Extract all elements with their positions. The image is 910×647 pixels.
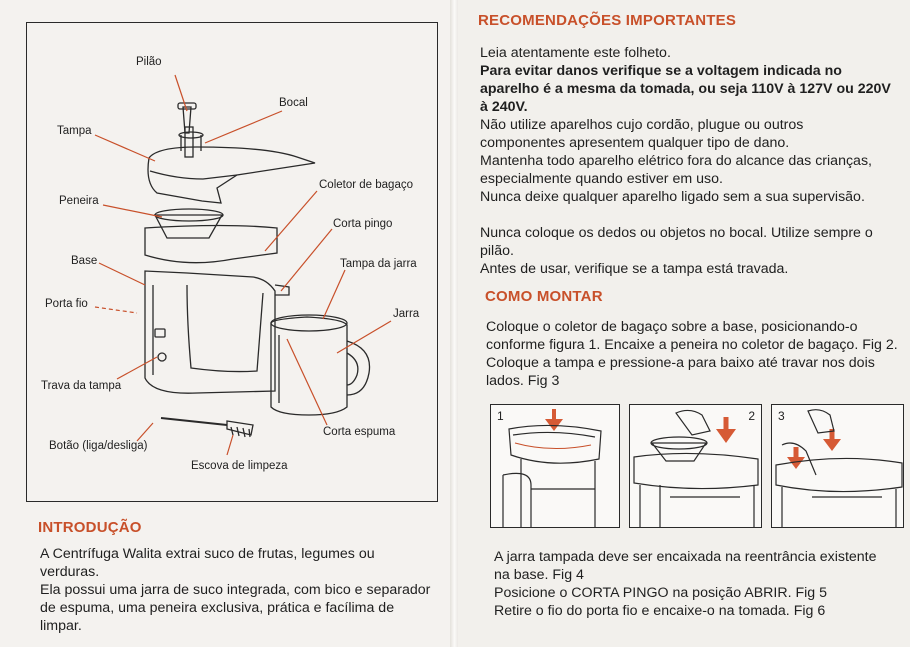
label-pilao: Pilão bbox=[136, 56, 162, 68]
recommendation-children: Mantenha todo aparelho elétrico fora do … bbox=[480, 153, 872, 187]
intro-paragraph-1: A Centrífuga Walita extrai suco de fruta… bbox=[40, 546, 375, 580]
assembly-figure-2: 2 bbox=[629, 404, 762, 528]
label-bocal: Bocal bbox=[279, 97, 308, 109]
left-page: Pilão Bocal Tampa Coletor de bagaço Pene… bbox=[0, 0, 452, 647]
recommendation-pusher: Nunca coloque os dedos ou objetos no boc… bbox=[480, 225, 873, 259]
figure-number-3: 3 bbox=[778, 409, 785, 423]
label-escova: Escova de limpeza bbox=[191, 460, 288, 472]
assembly-paragraph-1: Coloque o coletor de bagaço sobre a base… bbox=[486, 319, 898, 389]
assembly-figure-3: 3 bbox=[771, 404, 904, 528]
figure-number-2: 2 bbox=[748, 409, 755, 423]
recommendation-damage: Não utilize aparelhos cujo cordão, plugu… bbox=[480, 117, 804, 151]
label-corta-espuma: Corta espuma bbox=[323, 426, 396, 438]
right-page: RECOMENDAÇÕES IMPORTANTES Leia atentamen… bbox=[458, 0, 910, 647]
recommendations-title: RECOMENDAÇÕES IMPORTANTES bbox=[478, 12, 737, 29]
figure-2-illustration bbox=[633, 409, 759, 527]
book-gutter bbox=[450, 0, 460, 647]
label-base: Base bbox=[71, 255, 98, 267]
assembly-title: COMO MONTAR bbox=[485, 288, 603, 305]
assembly-paragraph-2: A jarra tampada deve ser encaixada na re… bbox=[494, 549, 877, 583]
juicer-illustration bbox=[94, 74, 392, 456]
label-jarra: Jarra bbox=[393, 308, 420, 320]
figure-number-1: 1 bbox=[497, 409, 504, 423]
label-peneira: Peneira bbox=[59, 195, 99, 207]
recommendation-voltage: Para evitar danos verifique se a voltage… bbox=[480, 63, 891, 115]
label-coletor-bagaco: Coletor de bagaço bbox=[319, 179, 413, 191]
label-corta-pingo: Corta pingo bbox=[333, 218, 393, 230]
figure-3-illustration bbox=[775, 409, 903, 527]
label-porta-fio: Porta fio bbox=[45, 298, 88, 310]
assembly-figure-1: 1 bbox=[490, 404, 620, 528]
recommendation-1: Leia atentamente este folheto. bbox=[480, 45, 671, 61]
assembly-paragraph-4: Retire o fio do porta fio e encaixe-o na… bbox=[494, 603, 826, 619]
intro-title: INTRODUÇÃO bbox=[38, 519, 142, 536]
recommendation-lid-locked: Antes de usar, verifique se a tampa está… bbox=[480, 261, 789, 277]
label-tampa: Tampa bbox=[57, 125, 92, 137]
assembly-paragraph-3: Posicione o CORTA PINGO na posição ABRIR… bbox=[494, 585, 828, 601]
juicer-diagram: Pilão Bocal Tampa Coletor de bagaço Pene… bbox=[26, 22, 438, 502]
recommendation-supervision: Nunca deixe qualquer aparelho ligado sem… bbox=[480, 189, 865, 205]
intro-paragraph-2: Ela possui uma jarra de suco integrada, … bbox=[40, 582, 431, 634]
label-botao: Botão (liga/desliga) bbox=[49, 440, 148, 452]
figure-1-illustration bbox=[502, 409, 602, 527]
label-tampa-jarra: Tampa da jarra bbox=[340, 258, 417, 270]
label-trava-tampa: Trava da tampa bbox=[41, 380, 122, 392]
